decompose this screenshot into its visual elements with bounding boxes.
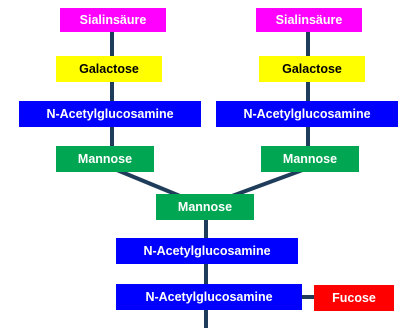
link-man-left-core [111,166,181,198]
node-mannose-right: Mannose [261,146,359,172]
node-glcnac-right: N-Acetylglucosamine [216,101,398,127]
node-glcnac-core-2: N-Acetylglucosamine [116,284,302,310]
node-glcnac-left: N-Acetylglucosamine [19,101,201,127]
node-fucose: Fucose [314,285,394,311]
node-galactose-right: Galactose [259,56,365,82]
node-mannose-core: Mannose [156,194,254,220]
node-sialic-acid-right: Sialinsäure [256,8,362,32]
node-mannose-left: Mannose [56,146,154,172]
node-sialic-acid-left: Sialinsäure [60,8,166,32]
link-man-right-core [231,166,309,198]
node-glcnac-core-1: N-Acetylglucosamine [116,238,298,264]
node-galactose-left: Galactose [56,56,162,82]
